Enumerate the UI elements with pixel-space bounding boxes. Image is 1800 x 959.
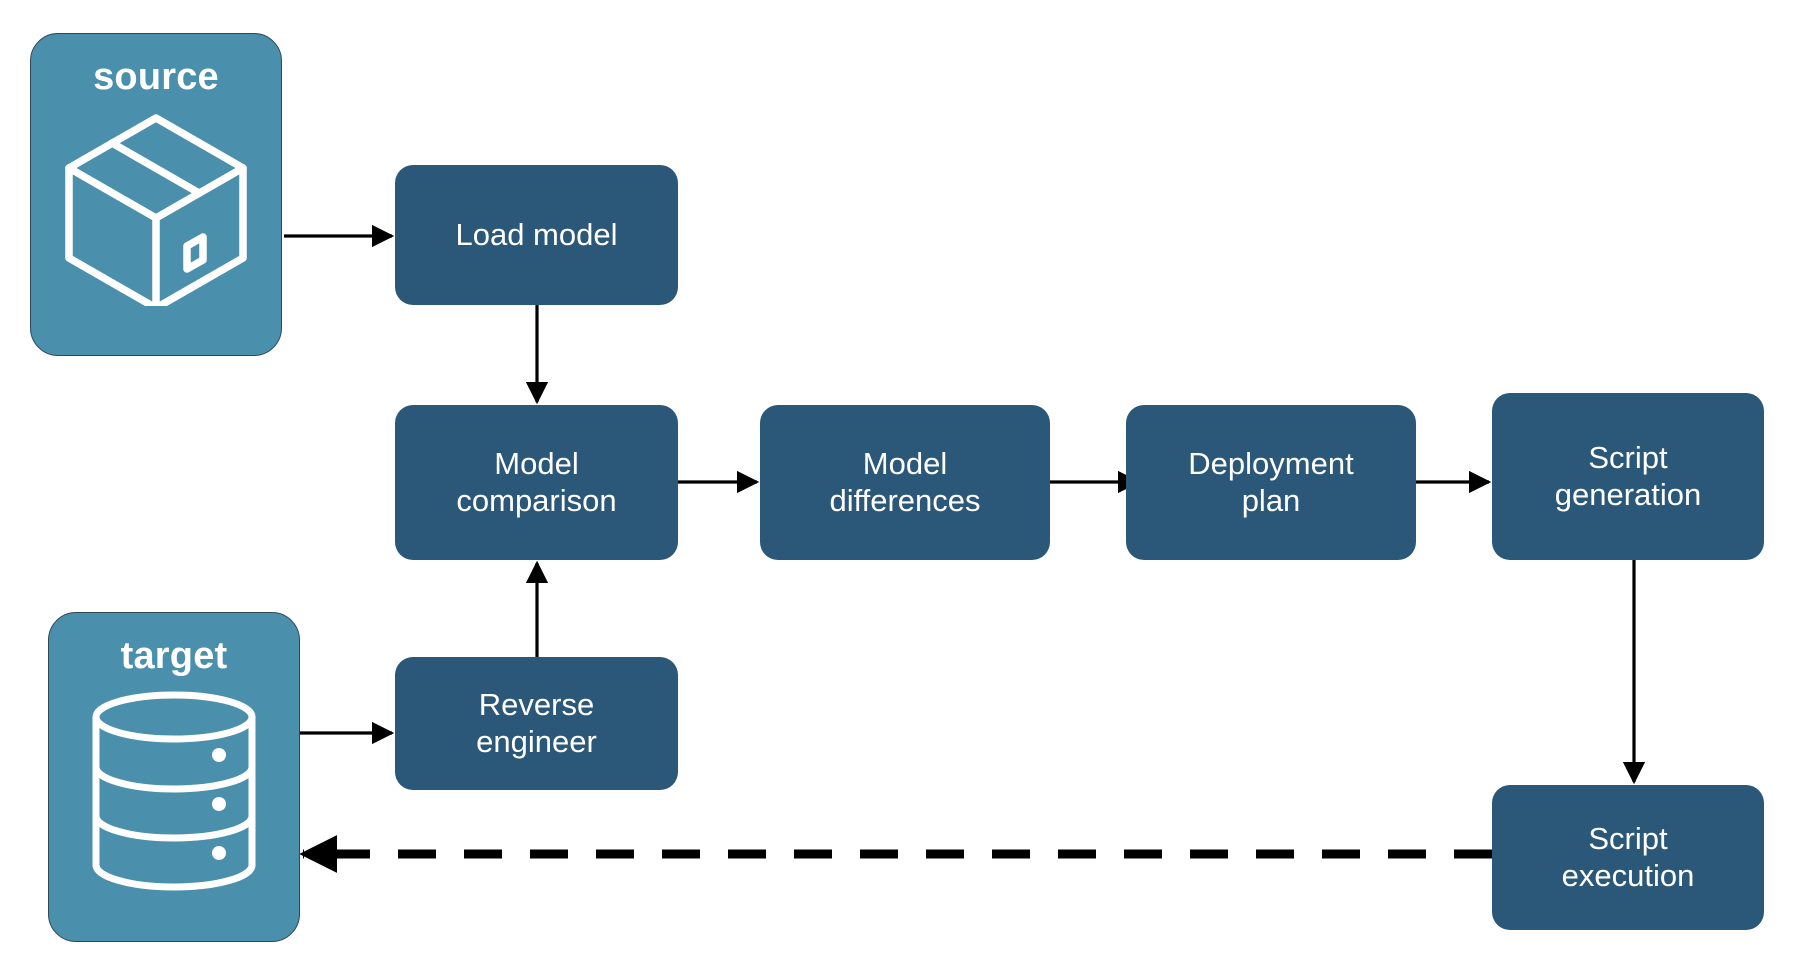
node-label-script-generation: Script generation bbox=[1554, 439, 1702, 512]
endpoint-label-source: source bbox=[93, 56, 219, 98]
node-script-execution[interactable]: Script execution bbox=[1492, 785, 1764, 930]
package-box-icon bbox=[61, 110, 251, 312]
node-model-differences[interactable]: Model differences bbox=[760, 405, 1050, 560]
node-load-model[interactable]: Load model bbox=[395, 165, 678, 305]
node-label-deployment-plan: Deployment plan bbox=[1188, 445, 1354, 518]
endpoint-label-target: target bbox=[120, 635, 228, 677]
node-deployment-plan[interactable]: Deployment plan bbox=[1126, 405, 1416, 560]
database-cylinder-icon bbox=[86, 689, 262, 898]
node-label-load-model: Load model bbox=[455, 216, 618, 252]
node-label-script-execution: Script execution bbox=[1561, 820, 1695, 893]
endpoint-card-source[interactable]: source bbox=[30, 33, 282, 356]
node-label-model-differences: Model differences bbox=[829, 445, 981, 518]
node-script-generation[interactable]: Script generation bbox=[1492, 393, 1764, 560]
endpoint-card-target[interactable]: target bbox=[48, 612, 300, 942]
node-model-comparison[interactable]: Model comparison bbox=[395, 405, 678, 560]
node-reverse-engineer[interactable]: Reverse engineer bbox=[395, 657, 678, 790]
node-label-reverse-engineer: Reverse engineer bbox=[476, 686, 597, 759]
node-label-model-comparison: Model comparison bbox=[456, 445, 617, 518]
